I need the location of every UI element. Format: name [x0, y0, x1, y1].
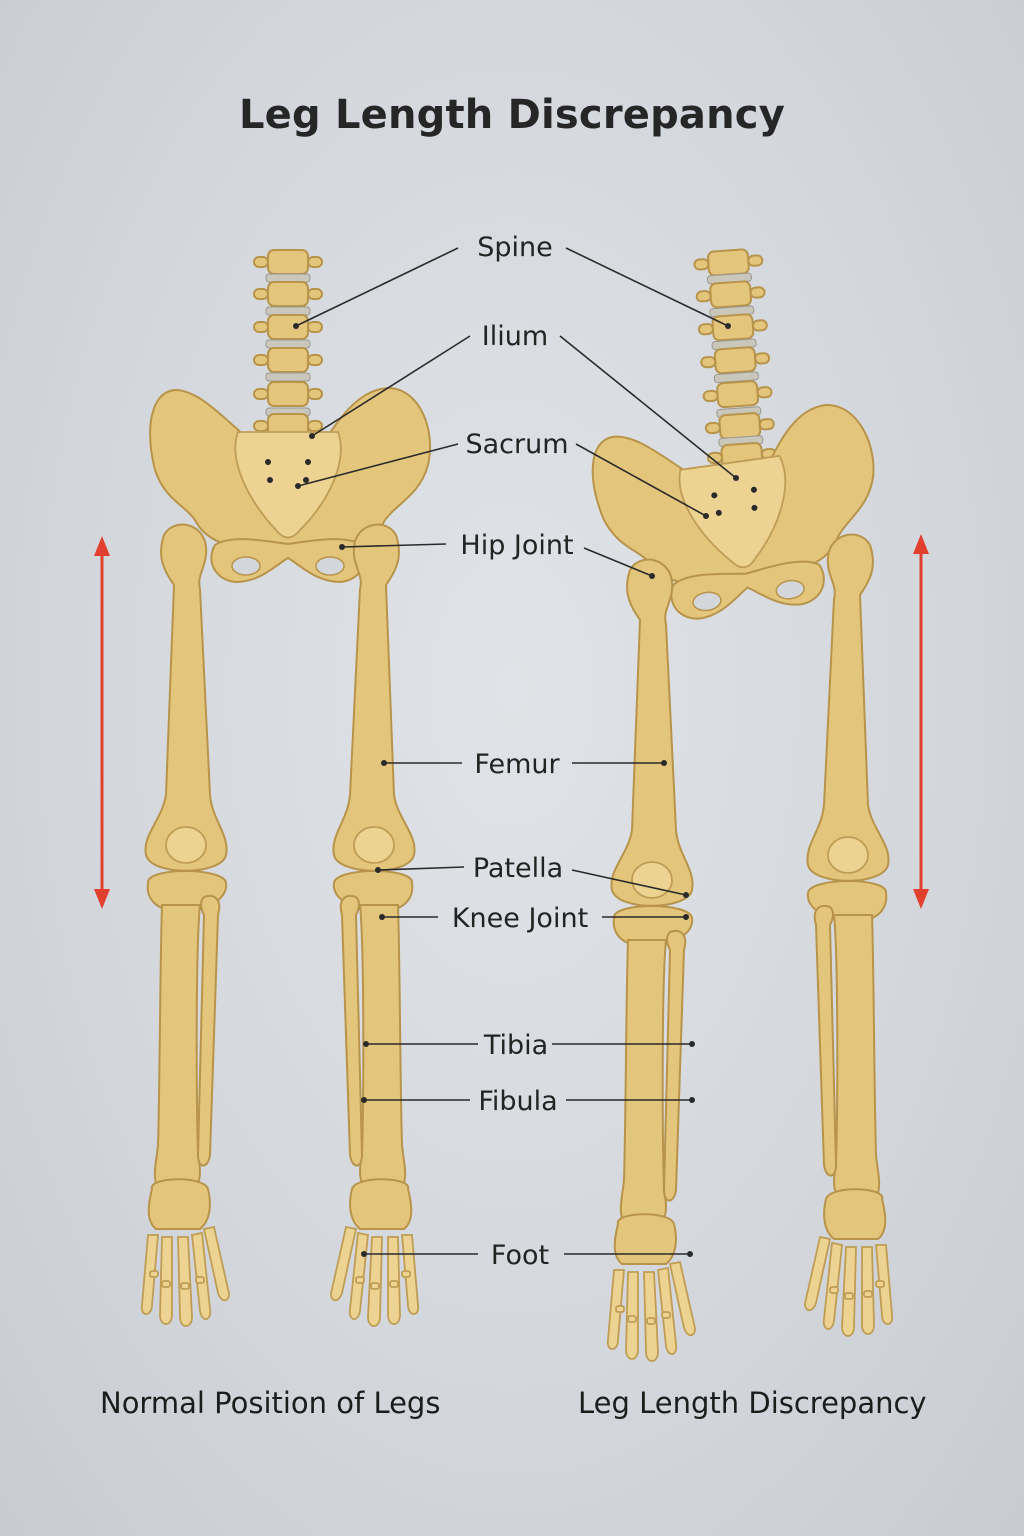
label-spine: Spine — [477, 232, 553, 263]
label-knee-joint: Knee Joint — [452, 903, 588, 934]
right-figure-left-leg — [804, 533, 894, 1337]
caption-leg-length-discrepancy: Leg Length Discrepancy — [578, 1386, 927, 1420]
label-sacrum: Sacrum — [465, 429, 568, 460]
left-pelvis — [149, 386, 432, 584]
left-figure-right-leg — [140, 523, 230, 1327]
anatomy-labels: Spine Ilium Sacrum Hip Joint Femur Patel… — [452, 232, 588, 1271]
discrepancy-skeleton — [591, 247, 894, 1362]
left-figure-left-leg — [330, 523, 420, 1327]
right-spine — [692, 247, 778, 472]
label-fibula: Fibula — [478, 1086, 557, 1117]
label-tibia: Tibia — [483, 1030, 548, 1061]
caption-normal-position: Normal Position of Legs — [100, 1386, 441, 1420]
label-hip-joint: Hip Joint — [460, 530, 573, 561]
label-foot: Foot — [491, 1240, 549, 1271]
normal-skeleton — [140, 249, 432, 1327]
label-femur: Femur — [474, 749, 560, 780]
leader-lines — [293, 247, 739, 1257]
label-ilium: Ilium — [482, 321, 548, 352]
right-length-arrow — [913, 534, 929, 909]
right-figure-right-leg — [606, 558, 696, 1362]
left-length-arrow — [94, 536, 110, 909]
label-patella: Patella — [473, 853, 563, 884]
diagram-title: Leg Length Discrepancy — [238, 92, 785, 138]
right-pelvis — [591, 404, 875, 620]
left-spine — [253, 249, 323, 446]
